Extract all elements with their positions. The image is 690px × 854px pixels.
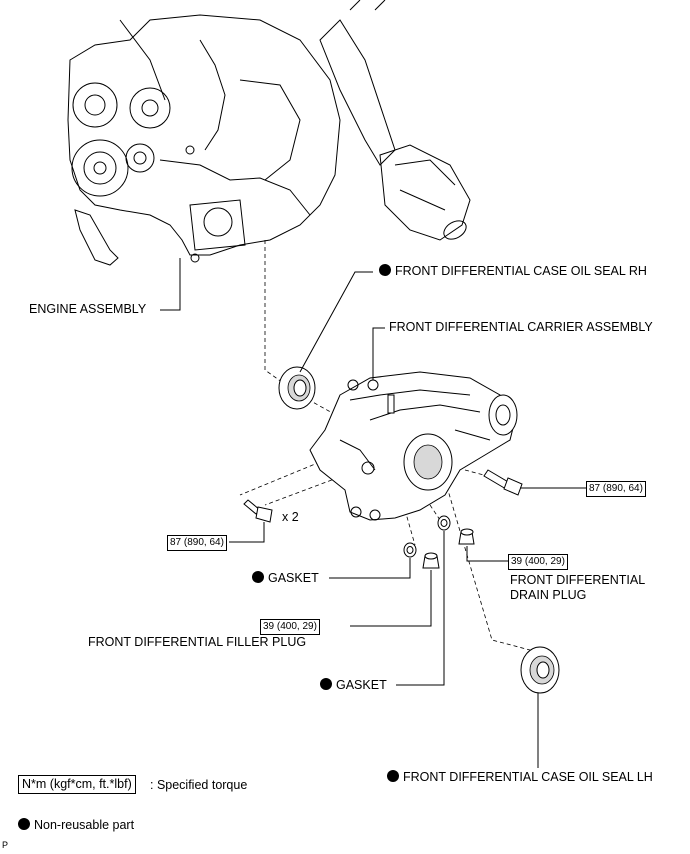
torque-carrier-bolt-left: 87 (890, 64): [167, 535, 227, 551]
legend-torque-unit: N*m (kgf*cm, ft.*lbf): [18, 775, 136, 794]
assembly-line: [264, 474, 346, 506]
label-carrier-assembly: FRONT DIFFERENTIAL CARRIER ASSEMBLY: [389, 320, 653, 334]
torque-carrier-bolt-right: 87 (890, 64): [586, 481, 646, 497]
label-oil-seal-lh: FRONT DIFFERENTIAL CASE OIL SEAL LH: [387, 770, 653, 785]
label-gasket-upper: GASKET: [252, 571, 319, 586]
drain-plug-line1: FRONT DIFFERENTIAL: [510, 573, 646, 587]
assembly-line: [404, 509, 416, 546]
leader-seal-rh: [299, 271, 373, 373]
assembly-line: [464, 469, 496, 479]
gasket-lower: [437, 515, 451, 531]
filler-plug: [422, 552, 440, 569]
label-quantity-x2: x 2: [282, 510, 299, 524]
engine-assembly-illustration: [67, 0, 471, 266]
assembly-line: [429, 504, 441, 521]
leader-bolt-left: [229, 522, 265, 543]
leader-drain-plug: [466, 546, 508, 562]
assembly-line: [444, 479, 531, 651]
oil-seal-rh: [278, 366, 316, 410]
torque-drain-plug: 39 (400, 29): [508, 554, 568, 570]
non-reusable-dot-icon: [18, 818, 30, 830]
carrier-bolt-right: [483, 469, 523, 496]
drain-plug: [458, 528, 475, 545]
drain-plug-line2: DRAIN PLUG: [510, 588, 587, 602]
leader-engine: [160, 258, 181, 311]
non-reusable-dot-icon: [320, 678, 332, 690]
leader-filler-plug: [350, 570, 432, 627]
non-reusable-dot-icon: [252, 571, 264, 583]
legend-non-reusable: Non-reusable part: [18, 818, 134, 833]
leader-carrier: [372, 327, 385, 380]
label-gasket-lower: GASKET: [320, 678, 387, 693]
assembly-line: [264, 240, 346, 421]
label-filler-plug: FRONT DIFFERENTIAL FILLER PLUG: [88, 635, 307, 649]
carrier-bolt-left: [243, 499, 273, 523]
corner-mark: P: [2, 840, 9, 850]
label-drain-plug: FRONT DIFFERENTIAL DRAIN PLUG: [510, 573, 645, 603]
leader-gasket-lower: [396, 531, 445, 686]
leader-gasket-upper: [329, 558, 411, 579]
non-reusable-dot-icon: [379, 264, 391, 276]
legend-torque-desc: : Specified torque: [150, 778, 248, 792]
torque-filler-plug: 39 (400, 29): [260, 619, 320, 635]
label-engine-assembly: ENGINE ASSEMBLY: [29, 302, 147, 316]
non-reusable-dot-icon: [387, 770, 399, 782]
assembly-line: [239, 461, 321, 496]
label-oil-seal-rh: FRONT DIFFERENTIAL CASE OIL SEAL RH: [379, 264, 647, 279]
differential-carrier-illustration: [309, 371, 518, 521]
oil-seal-lh: [520, 646, 560, 694]
gasket-upper: [403, 542, 417, 558]
